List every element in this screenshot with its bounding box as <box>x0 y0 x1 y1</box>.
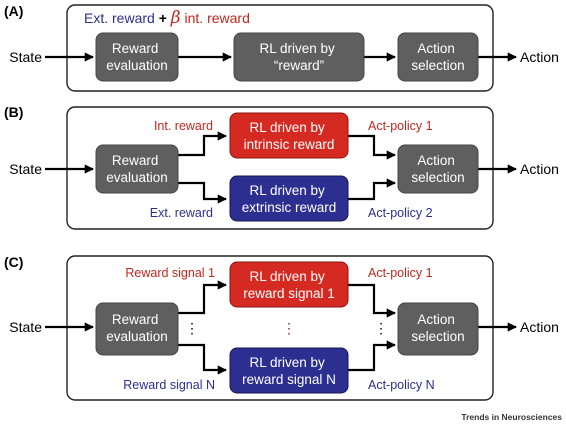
panel-a: (A) Ext. reward + β int. reward State Ac… <box>4 3 559 92</box>
rl-intrinsic-text: RL driven by intrinsic reward <box>244 120 335 152</box>
journal-credit: Trends in Neurosciences <box>461 412 562 422</box>
rl-signal-1-box <box>229 261 349 308</box>
panel-c-state-label: State <box>9 319 42 335</box>
panel-b-label: (B) <box>4 104 23 120</box>
int-reward-label: Int. reward <box>154 119 213 133</box>
reward-evaluation-box <box>95 302 179 356</box>
panel-a-header: Ext. reward + β int. reward <box>84 8 250 28</box>
panel-b: (B) State Action Int. reward Act-policy … <box>4 104 559 230</box>
vertical-ellipsis-left: ⋮ <box>185 320 199 336</box>
arrow-b-extrinsic-to-action <box>348 178 396 201</box>
panel-c: (C) State Action Reward signal 1 Act-pol… <box>4 254 559 401</box>
action-selection-text: Action selection <box>411 153 464 185</box>
action-selection-box <box>397 32 479 82</box>
rl-intrinsic-box <box>229 112 349 159</box>
reward-evaluation-text: Reward evaluation <box>106 312 168 344</box>
vertical-ellipsis-right: ⋮ <box>374 320 388 336</box>
panel-c-label: (C) <box>4 254 23 270</box>
beta-symbol: β <box>170 8 181 28</box>
act-policy-1-label-c: Act-policy 1 <box>368 266 433 280</box>
arrow-c-signal-1-to-action <box>348 283 396 318</box>
action-selection-text: Action selection <box>411 41 464 73</box>
act-policy-n-label: Act-policy N <box>368 378 435 392</box>
vertical-ellipsis-middle: ⋮ <box>282 320 296 336</box>
panel-c-action-label: Action <box>520 319 559 335</box>
action-selection-text: Action selection <box>411 312 464 344</box>
action-selection-box <box>397 302 479 356</box>
reward-signal-n-label: Reward signal N <box>123 378 215 392</box>
reward-evaluation-box <box>95 32 179 82</box>
reward-evaluation-text: Reward evaluation <box>106 153 168 185</box>
rl-reward-text: RL driven by “reward” <box>259 41 338 73</box>
reward-signal-1-label: Reward signal 1 <box>125 266 215 280</box>
panel-a-action-label: Action <box>520 49 559 65</box>
arrow-c-signal-n-to-action <box>348 340 396 372</box>
plus-sign: + <box>155 10 171 26</box>
arrow-b-eval-to-intrinsic <box>178 131 227 157</box>
rl-signal-1-text: RL driven by reward signal 1 <box>243 269 335 301</box>
arrow-b-intrinsic-to-action <box>348 134 396 160</box>
panel-b-action-label: Action <box>520 161 559 177</box>
reward-evaluation-text: Reward evaluation <box>106 41 168 73</box>
int-reward-term: int. reward <box>181 10 250 26</box>
rl-extrinsic-text: RL driven by extrinsic reward <box>242 183 337 215</box>
panel-a-label: (A) <box>4 3 23 19</box>
ext-reward-term: Ext. reward <box>84 10 155 26</box>
rl-signal-n-text: RL driven by reward signal N <box>242 355 336 387</box>
ext-reward-label: Ext. reward <box>150 206 213 220</box>
rl-reward-box <box>233 32 365 82</box>
action-selection-box <box>397 144 479 194</box>
arrow-b-eval-to-extrinsic <box>178 181 227 204</box>
act-policy-1-label-b: Act-policy 1 <box>368 119 433 133</box>
act-policy-2-label: Act-policy 2 <box>368 206 433 220</box>
panel-a-state-label: State <box>9 49 42 65</box>
rl-extrinsic-box <box>229 175 349 222</box>
reward-evaluation-box <box>95 144 179 194</box>
panel-b-state-label: State <box>9 161 42 177</box>
arrow-c-eval-to-signal-n <box>178 343 227 375</box>
rl-signal-n-box <box>229 347 349 394</box>
arrow-c-eval-to-signal-1 <box>178 280 227 315</box>
